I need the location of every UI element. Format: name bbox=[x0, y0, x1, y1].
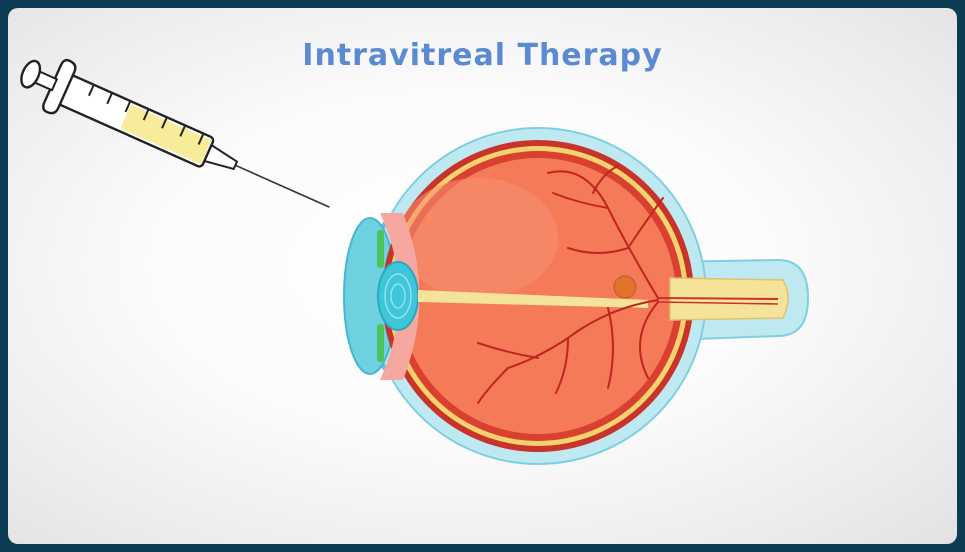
lens bbox=[378, 262, 418, 330]
eye-cross-section bbox=[344, 128, 808, 464]
iris-upper bbox=[377, 230, 384, 268]
whiteboard-canvas: Intravitreal Therapy bbox=[8, 8, 957, 544]
vitreous-highlight bbox=[398, 178, 558, 298]
macula bbox=[614, 276, 636, 298]
syringe-liquid bbox=[120, 105, 211, 165]
central-artery bbox=[658, 298, 778, 299]
syringe-icon bbox=[12, 45, 341, 232]
illustration bbox=[8, 8, 957, 544]
iris-lower bbox=[377, 324, 384, 362]
needle bbox=[233, 164, 329, 207]
